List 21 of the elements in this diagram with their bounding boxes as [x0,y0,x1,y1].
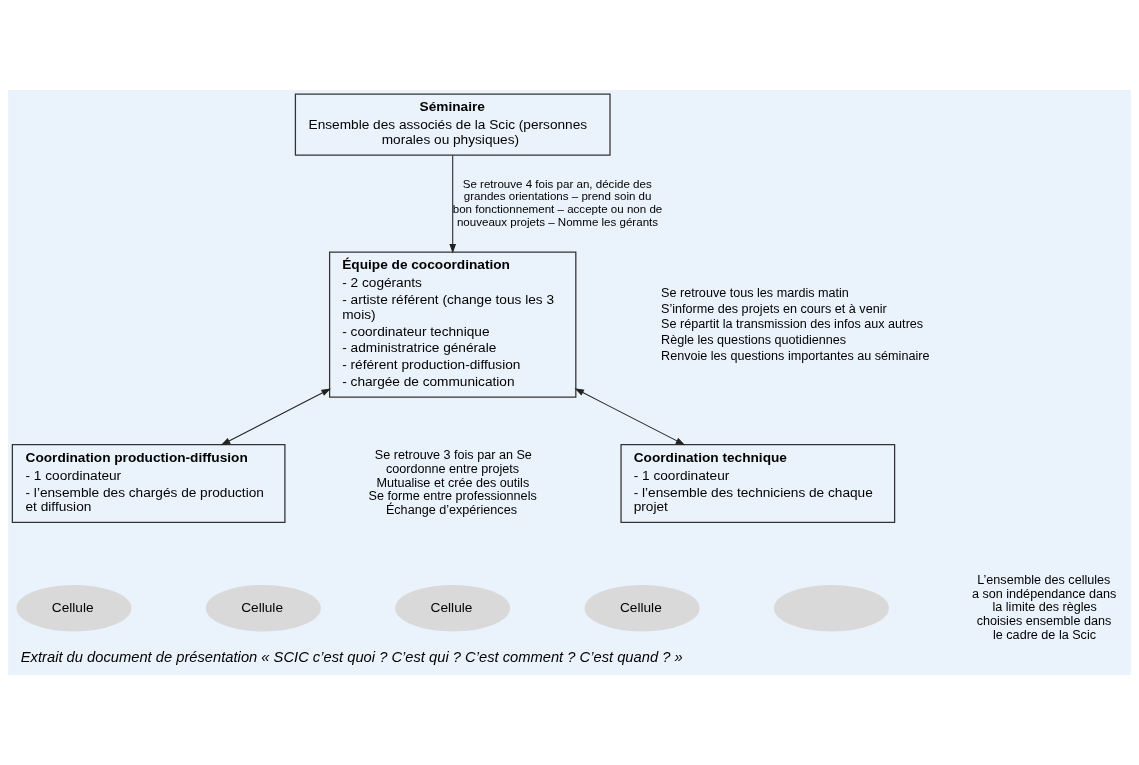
caption: Extrait du document de présentation « SCIC c’est quoi ? C’est qui ? C’est comment ? C’est quand ? » [20,648,683,665]
node-label: Règle les questions quotidiennes [661,333,847,348]
node-label: Se répartit la transmission des infos aux autres [661,317,924,332]
node-ellipse: Cellule [205,584,321,632]
arrow [220,388,331,446]
node-box: Équipe de cocoordination - 2 cogérants - artiste référent (change tous les 3 mois) - coordinateur technique - administratrice générale - référent production-diffusion - chargée de communication [329,251,577,398]
label: Se retrouve 3 fois par an Se coordonne entre projets Mutualise et crée des outils Se forme entre professionnels Échange d’expériences [368,448,537,518]
node-label: Se retrouve tous les mardis matin [661,285,849,300]
node-ellipse: Cellule [16,584,132,632]
node-box: Séminaire Ensemble des associés de la Scic (personnes morales ou physiques) [294,93,611,156]
arrow [449,154,457,254]
node-ellipse [774,584,889,632]
node-ellipse: Cellule [395,584,511,632]
node-label: Renvoie les questions importantes au séminaire [661,348,930,363]
node-ellipse: Cellule [584,584,700,632]
edge-label: Se retrouve 4 fois par an, décide des grandes orientations – prend soin du bon fonctionnement – accepte ou non de nouveaux projets – Nomme les gérants [452,177,663,228]
node-box: Coordination technique - 1 coordinateur - l’ensemble des techniciens de chaque projet [620,443,896,524]
node-label: S’informe des projets en cours et à venir [661,301,887,316]
arrow [574,388,686,446]
node-box: Coordination production-diffusion - 1 coordinateur - l’ensemble des chargés de production et diffusion [11,443,286,524]
label: L’ensemble des cellules a son indépendance dans la limite des règles choisies ensemble dans le cadre de la Scic [971,573,1117,642]
